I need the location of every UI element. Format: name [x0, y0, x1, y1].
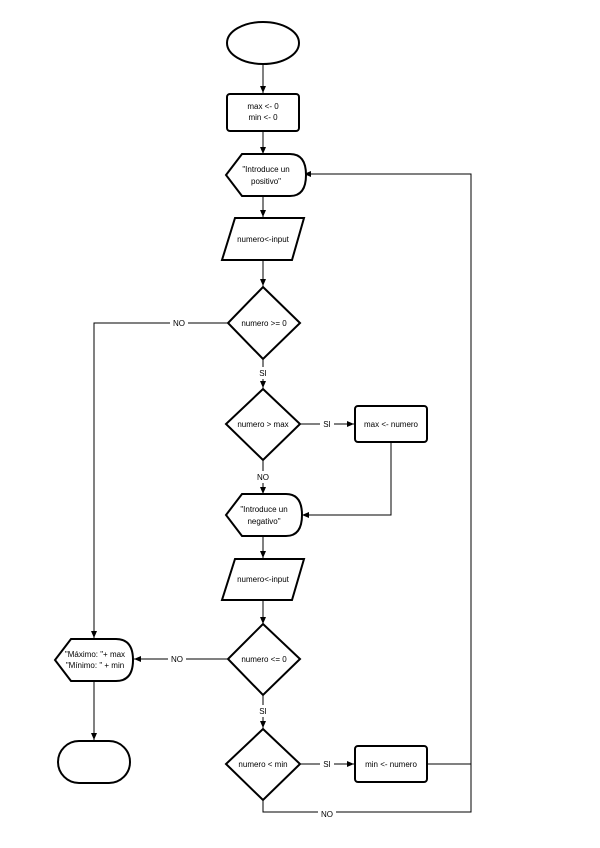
assign-max-rect [354, 405, 428, 443]
input-1-shape [220, 217, 306, 261]
edge-label-min-yes: SI [320, 758, 334, 770]
check-max-label: numero > max [237, 420, 288, 429]
edge-assign-max-to-prompt-negative [302, 442, 392, 518]
edge-label-max-no: NO [254, 471, 272, 483]
prompt-positive-shape [224, 153, 308, 197]
check-negative-label: numero <= 0 [241, 655, 287, 664]
check-min-label: numero < min [238, 760, 287, 769]
edge-label-text: SI [259, 369, 267, 378]
init-line-2: min <- 0 [248, 113, 278, 122]
edge-label-text: NO [321, 810, 333, 819]
end-rounded-rect [57, 740, 131, 784]
edge-label-bg [254, 471, 272, 483]
input-2-label: numero<-input [237, 575, 290, 584]
edge-label-text: SI [259, 707, 267, 716]
start-terminator [226, 21, 300, 65]
edge-label-bg [168, 653, 186, 665]
output-display: "Máximo: "+ max "Mínimo: " + min [53, 638, 135, 682]
input-2-shape [220, 558, 306, 601]
check-positive-decision: numero >= 0 [226, 285, 302, 361]
assign-max-label: max <- numero [364, 420, 419, 429]
check-max-decision: numero > max [224, 387, 302, 462]
edge-check-positive-no [91, 322, 228, 638]
edge-label-bg [318, 808, 336, 820]
check-positive-diamond [226, 285, 302, 361]
check-positive-label: numero >= 0 [241, 319, 287, 328]
prompt-negative-line-1: "Introduce un [240, 505, 287, 514]
init-process: max <- 0 min <- 0 [226, 93, 300, 132]
edge-label-text: SI [323, 760, 331, 769]
edge-label-bg [320, 418, 334, 430]
output-shape [53, 638, 135, 682]
prompt-positive-display: "Introduce un positivo" [224, 153, 308, 197]
nodes: max <- 0 min <- 0 "Introduce un positivo… [53, 21, 428, 802]
edge-label-min-no: NO [318, 808, 336, 820]
edge-label-negative-yes: SI [256, 705, 270, 717]
edge-label-text: SI [323, 420, 331, 429]
start-ellipse [226, 21, 300, 65]
assign-min-label: min <- numero [365, 760, 417, 769]
prompt-negative-shape [224, 493, 304, 537]
edge-label-negative-no: NO [168, 653, 186, 665]
edge-check-min-no [262, 764, 472, 813]
edge-label-bg [170, 317, 188, 329]
input-2-parallelogram: numero<-input [220, 558, 306, 601]
input-1-parallelogram: numero<-input [220, 217, 306, 261]
edge-labels: NO SI SI NO NO SI SI NO [168, 317, 336, 820]
assign-max-process: max <- numero [354, 405, 428, 443]
init-rect [226, 93, 300, 132]
edge-label-max-yes: SI [320, 418, 334, 430]
check-negative-diamond [226, 622, 302, 697]
prompt-positive-line-1: "Introduce un [242, 165, 289, 174]
init-line-1: max <- 0 [247, 102, 279, 111]
edge-assign-min-loop [304, 171, 472, 765]
check-max-diamond [224, 387, 302, 462]
prompt-positive-line-2: positivo" [251, 177, 281, 186]
output-line-2: "Mínimo: " + min [66, 661, 124, 670]
edge-label-positive-no: NO [170, 317, 188, 329]
edge-label-text: NO [171, 655, 183, 664]
edge-label-bg [256, 367, 270, 379]
prompt-negative-display: "Introduce un negativo" [224, 493, 304, 537]
prompt-negative-line-2: negativo" [247, 517, 280, 526]
end-terminator [57, 740, 131, 784]
assign-min-rect [354, 745, 428, 783]
edge-label-bg [256, 705, 270, 717]
check-negative-decision: numero <= 0 [226, 622, 302, 697]
edge-label-positive-yes: SI [256, 367, 270, 379]
edge-label-bg [320, 758, 334, 770]
output-line-1: "Máximo: "+ max [65, 650, 125, 659]
edge-label-text: NO [257, 473, 269, 482]
assign-min-process: min <- numero [354, 745, 428, 783]
edge-label-text: NO [173, 319, 185, 328]
input-1-label: numero<-input [237, 235, 290, 244]
check-min-decision: numero < min [224, 727, 302, 802]
check-min-diamond [224, 727, 302, 802]
